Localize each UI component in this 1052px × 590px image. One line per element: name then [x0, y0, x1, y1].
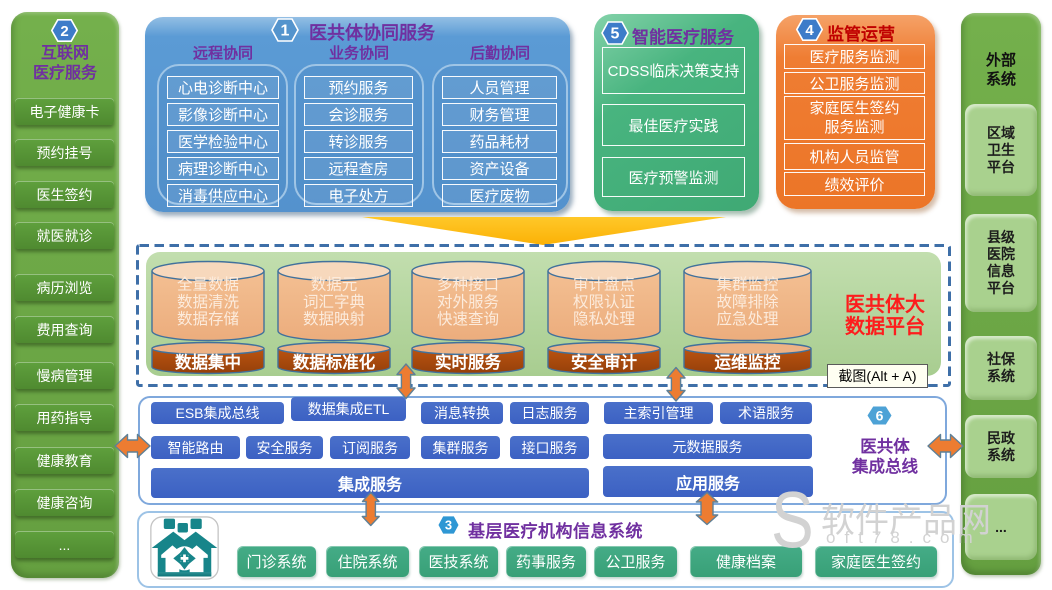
svg-text:全量数据: 全量数据 — [177, 276, 239, 294]
svg-text:6: 6 — [876, 408, 884, 424]
svg-text:对外服务: 对外服务 — [437, 293, 499, 311]
svg-text:数据元: 数据元 — [311, 276, 358, 294]
svg-text:权限认证: 权限认证 — [573, 293, 635, 311]
svg-text:数据清洗: 数据清洗 — [177, 293, 240, 311]
svg-text:1: 1 — [281, 23, 290, 40]
svg-text:运维监控: 运维监控 — [715, 352, 782, 372]
svg-text:实时服务: 实时服务 — [435, 352, 502, 372]
svg-text:5: 5 — [611, 26, 620, 43]
svg-text:安全审计: 安全审计 — [571, 352, 638, 372]
svg-text:审计盘点: 审计盘点 — [573, 275, 635, 294]
svg-text:词汇字典: 词汇字典 — [303, 293, 365, 311]
svg-text:数据存储: 数据存储 — [177, 310, 239, 328]
svg-text:多种接口: 多种接口 — [437, 276, 499, 294]
svg-text:隐私处理: 隐私处理 — [573, 310, 635, 328]
svg-text:数据映射: 数据映射 — [303, 310, 365, 328]
svg-text:数据集中: 数据集中 — [175, 352, 241, 372]
svg-text:2: 2 — [60, 23, 68, 40]
svg-text:集群监控: 集群监控 — [716, 276, 778, 294]
svg-text:数据标准化: 数据标准化 — [293, 352, 376, 372]
svg-text:4: 4 — [805, 22, 814, 39]
svg-text:快速查询: 快速查询 — [437, 310, 499, 328]
svg-text:3: 3 — [445, 518, 452, 533]
svg-text:应急处理: 应急处理 — [716, 309, 778, 328]
svg-text:故障排除: 故障排除 — [716, 293, 779, 311]
